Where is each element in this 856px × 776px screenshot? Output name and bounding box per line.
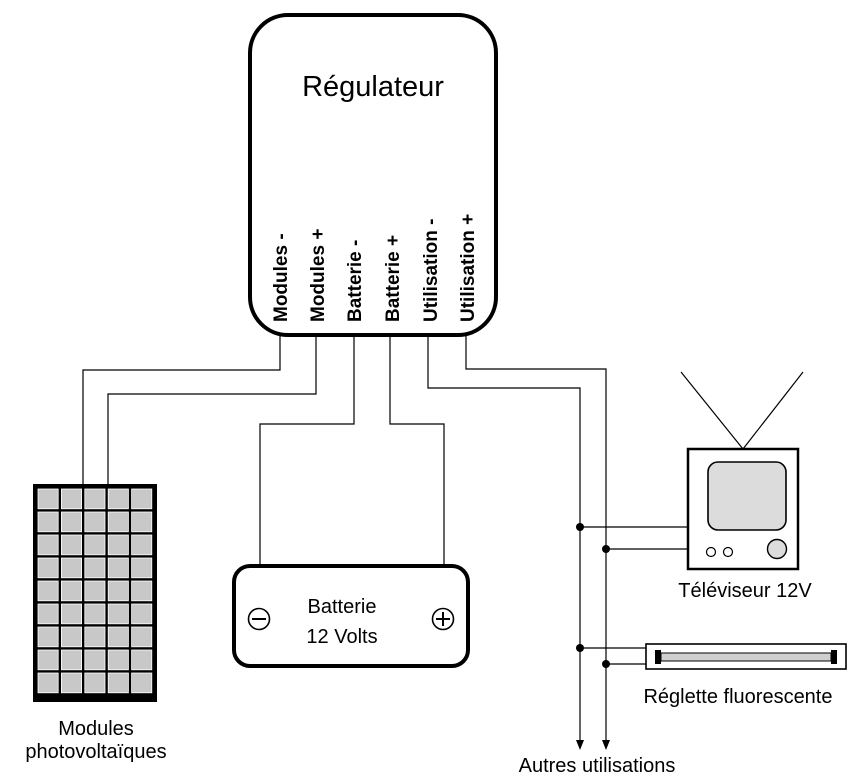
solar-cell — [107, 511, 129, 533]
solar-cell — [61, 534, 83, 556]
modules-label-line2: photovoltaïques — [25, 741, 166, 763]
solar-cell — [61, 488, 83, 510]
solar-cell — [37, 534, 59, 556]
battery-label-line1: Batterie — [308, 596, 377, 618]
terminal-batterie-minus: Batterie - — [345, 240, 366, 322]
wire-modules-minus — [82, 335, 281, 484]
solar-cell — [37, 511, 59, 533]
solar-cell — [61, 511, 83, 533]
solar-cell — [107, 534, 129, 556]
solar-cell — [107, 557, 129, 579]
solar-cell — [84, 488, 106, 510]
terminal-modules-plus: Modules + — [308, 229, 329, 322]
solar-cell — [131, 672, 153, 694]
solar-cell — [84, 603, 106, 625]
solar-cell — [84, 672, 106, 694]
solar-cell — [37, 488, 59, 510]
terminal-modules-minus: Modules - — [271, 233, 292, 322]
solar-cell — [37, 649, 59, 671]
terminal-utilisation-minus: Utilisation - — [421, 219, 442, 322]
solar-cell — [84, 534, 106, 556]
solar-cell — [107, 488, 129, 510]
wire-battery-plus — [389, 335, 445, 568]
solar-cell — [37, 580, 59, 602]
solar-cell — [84, 626, 106, 648]
tv-label: Téléviseur 12V — [678, 580, 812, 602]
solar-cell — [131, 603, 153, 625]
solar-cell — [61, 580, 83, 602]
plus-terminal-icon — [431, 607, 455, 631]
solar-cell — [131, 580, 153, 602]
solar-cell — [61, 626, 83, 648]
solar-cell — [107, 672, 129, 694]
solar-cell — [131, 557, 153, 579]
wire-utilisation-plus — [465, 335, 607, 742]
wire-utilisation-minus — [427, 335, 581, 742]
solar-cell — [61, 672, 83, 694]
arrow-down-icon — [576, 740, 584, 750]
fluorescent-lamp-icon — [645, 643, 847, 670]
terminal-batterie-plus: Batterie + — [383, 235, 404, 322]
solar-cell — [61, 603, 83, 625]
solar-cell — [61, 557, 83, 579]
solar-cell — [37, 672, 59, 694]
minus-terminal-icon — [247, 607, 271, 631]
solar-cell — [37, 557, 59, 579]
solar-cell — [84, 557, 106, 579]
other-uses-label: Autres utilisations — [519, 755, 676, 776]
regulator-box — [248, 13, 498, 337]
battery-label-line2: 12 Volts — [306, 626, 377, 648]
solar-cell — [37, 626, 59, 648]
wire-modules-plus — [107, 335, 317, 484]
solar-cell — [107, 603, 129, 625]
lamp-label: Réglette fluorescente — [643, 686, 832, 708]
modules-label-line1: Modules — [58, 718, 134, 740]
solar-cell — [107, 626, 129, 648]
solar-cell — [84, 649, 106, 671]
solar-cell — [131, 488, 153, 510]
solar-cell — [131, 626, 153, 648]
solar-cell — [84, 511, 106, 533]
battery-box — [232, 564, 470, 668]
solar-cell — [131, 511, 153, 533]
television-icon — [680, 371, 804, 571]
solar-cell — [131, 534, 153, 556]
regulator-title: Régulateur — [302, 71, 444, 103]
solar-cell — [84, 580, 106, 602]
wire-battery-minus — [259, 335, 355, 568]
solar-panel-icon — [33, 484, 157, 702]
solar-cell — [61, 649, 83, 671]
solar-cell — [107, 580, 129, 602]
arrow-down-icon — [602, 740, 610, 750]
solar-cell — [107, 649, 129, 671]
solar-cell — [37, 603, 59, 625]
solar-cell — [131, 649, 153, 671]
terminal-utilisation-plus: Utilisation + — [458, 214, 479, 322]
